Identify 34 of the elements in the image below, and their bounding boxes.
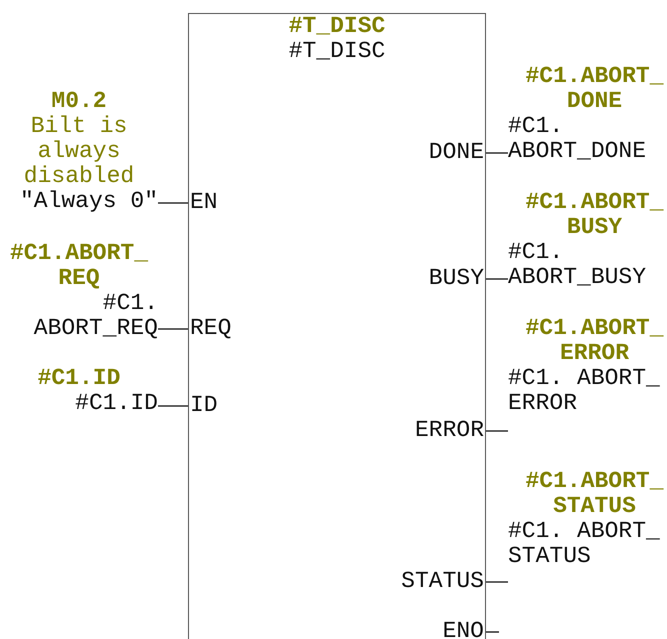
operand-label: #C1. ABORT_REQ	[32, 291, 158, 341]
connector-line	[158, 405, 189, 407]
symbol-name: #C1.ABORT_ DONE	[524, 64, 665, 114]
pin-label: BUSY	[428, 266, 485, 291]
connector-line	[485, 581, 508, 583]
symbol-name: #C1.ABORT_ ERROR	[524, 316, 665, 366]
connector-line	[485, 631, 499, 633]
connector-line	[485, 430, 508, 432]
function-block	[188, 13, 486, 639]
pin-label: STATUS	[401, 569, 485, 594]
operand-label: #C1. ABORT_DONE	[508, 114, 648, 164]
pin-label: ENO	[442, 619, 485, 639]
variable-comment: Bilt is always disabled	[22, 114, 136, 189]
symbol-name: #C1.ABORT_ BUSY	[524, 190, 665, 240]
operand-label: "Always 0"	[18, 189, 158, 214]
pin-label: ID	[189, 393, 218, 418]
operand-label: #C1. ABORT_ STATUS	[508, 519, 661, 569]
symbol-name: M0.2	[50, 89, 108, 114]
symbol-name: #C1.ID	[36, 366, 122, 391]
connector-line	[485, 278, 508, 280]
instance-label: #T_DISC	[288, 39, 386, 64]
operand-label: #C1. ABORT_BUSY	[508, 240, 648, 290]
operand-label: #C1. ABORT_ ERROR	[508, 366, 661, 416]
pin-label: EN	[189, 190, 218, 215]
connector-line	[158, 202, 189, 204]
connector-line	[158, 328, 189, 330]
operand-label: #C1.ID	[74, 391, 158, 416]
pin-label: ERROR	[414, 418, 485, 443]
pin-label: REQ	[189, 316, 232, 341]
instance-name: #T_DISC	[288, 14, 386, 39]
symbol-name: #C1.ABORT_ STATUS	[524, 469, 665, 519]
pin-label: DONE	[428, 140, 485, 165]
connector-line	[485, 152, 508, 154]
symbol-name: #C1.ABORT_ REQ	[8, 241, 150, 291]
